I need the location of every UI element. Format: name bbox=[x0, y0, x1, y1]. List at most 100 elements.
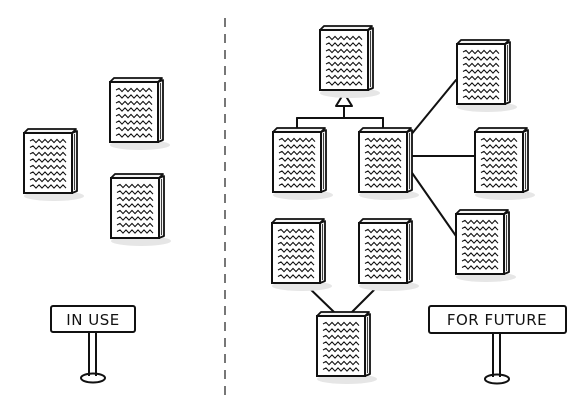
text-line bbox=[322, 354, 360, 359]
document-icon bbox=[110, 173, 171, 246]
text-line bbox=[278, 176, 316, 182]
text-line bbox=[322, 367, 360, 372]
text-line bbox=[116, 209, 154, 215]
text-line bbox=[364, 144, 402, 149]
text-line bbox=[364, 163, 402, 169]
text-line bbox=[29, 158, 67, 163]
text-line bbox=[322, 347, 360, 353]
connector bbox=[409, 169, 457, 237]
text-line bbox=[480, 144, 518, 149]
text-line bbox=[29, 145, 67, 150]
text-line bbox=[277, 241, 315, 247]
document-icon bbox=[272, 127, 333, 200]
text-line bbox=[277, 254, 315, 260]
text-line bbox=[462, 95, 500, 100]
document-icon bbox=[23, 128, 84, 201]
text-line bbox=[277, 274, 315, 279]
text-line bbox=[364, 137, 402, 143]
signpost-base bbox=[484, 373, 510, 385]
text-line bbox=[115, 120, 153, 125]
document-icon bbox=[316, 311, 377, 384]
text-line bbox=[278, 137, 316, 143]
document-icon bbox=[456, 39, 517, 112]
text-line bbox=[462, 88, 500, 94]
signpost-base bbox=[80, 372, 106, 384]
text-line bbox=[115, 94, 153, 99]
text-line bbox=[364, 228, 402, 234]
text-line bbox=[322, 334, 360, 340]
document-icon bbox=[358, 218, 419, 291]
text-line bbox=[325, 48, 363, 54]
text-line bbox=[115, 126, 153, 132]
text-line bbox=[278, 183, 316, 188]
text-line bbox=[278, 170, 316, 175]
text-line bbox=[29, 151, 67, 157]
text-line bbox=[277, 267, 315, 273]
text-line bbox=[461, 258, 499, 264]
text-line bbox=[116, 203, 154, 208]
text-line bbox=[480, 170, 518, 175]
text-line bbox=[278, 157, 316, 162]
document-face bbox=[455, 213, 505, 275]
document-icon bbox=[319, 25, 380, 98]
text-line bbox=[277, 228, 315, 234]
text-line bbox=[480, 163, 518, 169]
text-line bbox=[462, 56, 500, 61]
text-line bbox=[277, 261, 315, 266]
text-line bbox=[461, 252, 499, 257]
text-line bbox=[325, 61, 363, 67]
sign-board bbox=[428, 305, 567, 334]
text-line bbox=[322, 360, 360, 366]
text-line bbox=[325, 74, 363, 80]
document-icon bbox=[474, 127, 535, 200]
text-line bbox=[29, 177, 67, 183]
text-line bbox=[480, 176, 518, 182]
connector bbox=[409, 79, 457, 137]
text-line bbox=[461, 226, 499, 231]
text-line bbox=[278, 144, 316, 149]
text-line bbox=[462, 75, 500, 81]
text-line bbox=[364, 274, 402, 279]
text-line bbox=[462, 82, 500, 87]
text-line bbox=[480, 157, 518, 162]
text-line bbox=[480, 183, 518, 188]
text-line bbox=[29, 171, 67, 176]
text-line bbox=[277, 235, 315, 240]
text-line bbox=[325, 35, 363, 41]
text-line bbox=[461, 239, 499, 244]
text-line bbox=[325, 55, 363, 60]
text-line bbox=[115, 107, 153, 112]
for-future-sign: FOR FUTURE bbox=[428, 305, 567, 385]
text-line bbox=[462, 49, 500, 55]
text-line bbox=[116, 229, 154, 234]
text-line bbox=[278, 163, 316, 169]
in-use-sign: IN USE bbox=[50, 305, 136, 384]
text-line bbox=[461, 219, 499, 225]
text-line bbox=[115, 133, 153, 138]
for-future-label: FOR FUTURE bbox=[447, 311, 547, 329]
text-line bbox=[325, 81, 363, 86]
text-line bbox=[116, 196, 154, 202]
text-line bbox=[277, 248, 315, 253]
text-line bbox=[480, 137, 518, 143]
document-icon bbox=[358, 127, 419, 200]
text-line bbox=[116, 216, 154, 221]
text-line bbox=[480, 150, 518, 156]
text-line bbox=[461, 245, 499, 251]
text-line bbox=[115, 113, 153, 119]
document-icon bbox=[455, 209, 516, 282]
text-line bbox=[116, 190, 154, 195]
text-line bbox=[364, 150, 402, 156]
text-line bbox=[322, 321, 360, 327]
text-line bbox=[364, 267, 402, 273]
document-icon bbox=[271, 218, 332, 291]
text-line bbox=[115, 100, 153, 106]
text-line bbox=[322, 341, 360, 346]
text-line bbox=[364, 248, 402, 253]
text-line bbox=[364, 183, 402, 188]
text-line bbox=[325, 68, 363, 73]
text-line bbox=[322, 328, 360, 333]
text-line bbox=[462, 69, 500, 74]
text-line bbox=[29, 138, 67, 144]
